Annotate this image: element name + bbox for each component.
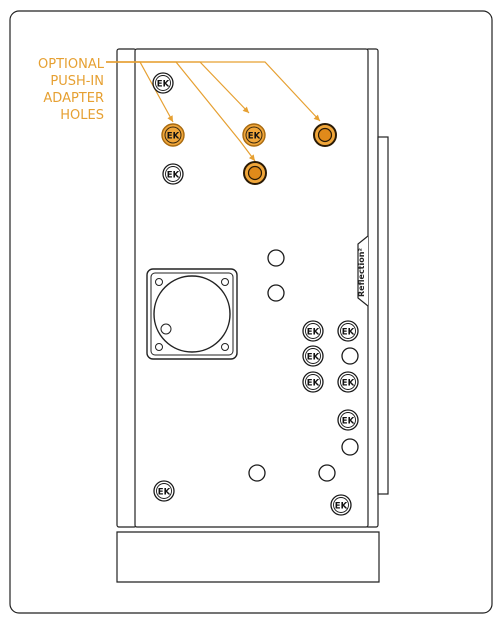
ek-logo-icon: EK <box>167 132 180 142</box>
callout-line-2: PUSH-IN <box>50 74 104 89</box>
plain-hole <box>341 438 359 456</box>
g1-4-port: EK <box>337 320 359 342</box>
left-rail <box>116 48 137 528</box>
ek-logo-icon: EK <box>335 502 348 512</box>
ek-logo-icon: EK <box>342 328 355 338</box>
pump-mount <box>146 268 238 360</box>
leader-arrowhead <box>167 115 173 122</box>
g1-4-port: EK <box>302 345 324 367</box>
port-group: EK EK EK EK EK EK EK EK EK EK EK EK <box>152 72 359 516</box>
adapter-port-highlighted: EK <box>161 123 185 147</box>
callout-leaders <box>106 61 321 162</box>
ek-logo-icon: EK <box>307 328 320 338</box>
base-block <box>116 531 380 583</box>
plain-hole <box>318 464 336 482</box>
g1-4-port: EK <box>302 320 324 342</box>
callout-line-1: OPTIONAL <box>38 57 105 72</box>
g1-4-port: EK <box>153 480 175 502</box>
hole-group <box>248 249 359 482</box>
ek-logo-icon: EK <box>158 488 171 498</box>
callout-label: OPTIONAL PUSH-IN ADAPTER HOLES <box>38 57 105 123</box>
g1-4-port: EK <box>162 163 184 185</box>
callout-line-3: ADAPTER <box>43 91 104 106</box>
plain-hole <box>341 347 359 365</box>
g1-4-port <box>313 123 337 147</box>
callout-line-4: HOLES <box>60 108 104 123</box>
g1-4-port: EK <box>152 72 174 94</box>
g1-4-port: EK <box>330 494 352 516</box>
leader-arrowhead <box>248 154 255 161</box>
leader-line <box>106 61 321 122</box>
outer-frame <box>9 10 493 614</box>
ek-logo-icon: EK <box>248 132 261 142</box>
ek-logo-icon: EK <box>342 379 355 389</box>
plain-hole <box>248 464 266 482</box>
ek-logo-icon: EK <box>157 80 170 90</box>
adapter-port-highlighted: EK <box>242 123 266 147</box>
plain-hole <box>267 249 285 267</box>
side-panel <box>377 136 389 495</box>
g1-4-port: EK <box>302 371 324 393</box>
plain-hole <box>267 284 285 302</box>
g1-4-port <box>243 161 267 185</box>
ek-logo-icon: EK <box>307 353 320 363</box>
ek-logo-icon: EK <box>342 417 355 427</box>
g1-4-port: EK <box>337 409 359 431</box>
ek-logo-icon: EK <box>307 379 320 389</box>
ek-logo-icon: EK <box>167 171 180 181</box>
brand-label: Reflection² <box>357 248 366 297</box>
g1-4-port: EK <box>337 371 359 393</box>
brand-tab <box>357 235 369 307</box>
